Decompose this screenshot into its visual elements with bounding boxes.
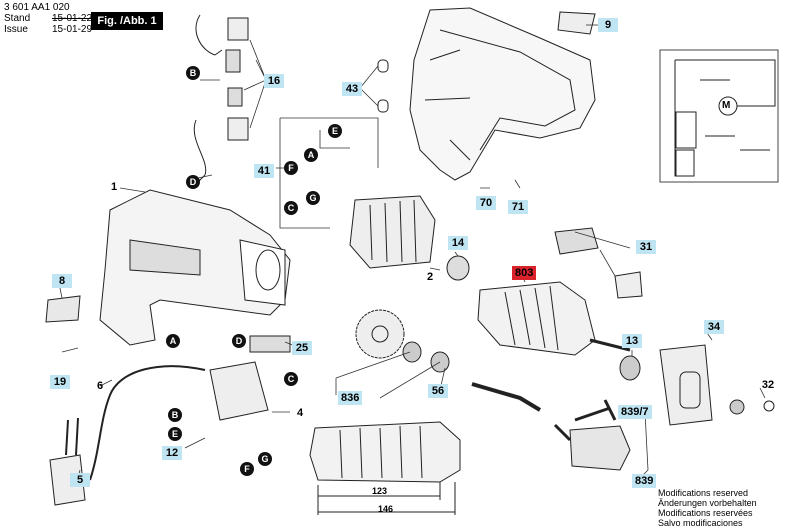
gear <box>355 309 405 359</box>
marker-b-bottom: B <box>168 408 182 422</box>
issue-date: 15-01-29 <box>52 24 93 35</box>
part-tag-41[interactable]: 41 <box>254 164 274 178</box>
bearing-part <box>402 341 422 363</box>
marker-d-top: D <box>186 175 200 189</box>
part-tag-9[interactable]: 9 <box>598 18 618 32</box>
marker-d-bottom: D <box>232 334 246 348</box>
chuck-key <box>574 399 617 422</box>
notice-line-fr: Modifications reservées <box>658 508 753 518</box>
part-tag-836[interactable]: 836 <box>338 391 363 405</box>
drill-chuck <box>569 425 631 471</box>
marker-f-bottom: F <box>240 462 254 476</box>
part-tag-16[interactable]: 16 <box>264 74 284 88</box>
part-tag-31[interactable]: 31 <box>636 240 656 254</box>
part-tag-56[interactable]: 56 <box>428 384 448 398</box>
stand-date: 15-01-22 <box>52 13 93 24</box>
side-cover <box>659 344 713 426</box>
marker-a-top: A <box>304 148 318 162</box>
spindle <box>471 382 542 412</box>
marker-f-top: F <box>284 161 298 175</box>
part-tag-839-7[interactable]: 839/7 <box>618 405 652 419</box>
figure-label: Fig. /Abb. 1 <box>91 12 163 30</box>
dimension-146: 146 <box>378 504 394 514</box>
power-plug <box>49 454 86 506</box>
part-tag-1[interactable]: 1 <box>110 181 118 193</box>
part-tag-32[interactable]: 32 <box>761 379 775 391</box>
part-tag-12[interactable]: 12 <box>162 446 182 460</box>
part-tag-13[interactable]: 13 <box>622 334 642 348</box>
pin-part <box>377 99 389 113</box>
part-tag-839[interactable]: 839 <box>632 474 657 488</box>
marker-e-bottom: E <box>168 427 182 441</box>
marker-c-bottom: C <box>284 372 298 386</box>
motor-symbol-letter: M <box>722 100 731 111</box>
part-tag-5[interactable]: 5 <box>70 473 90 487</box>
dimension-123: 123 <box>372 486 388 496</box>
power-cable <box>89 365 206 481</box>
brush-holder-cap <box>554 227 599 255</box>
part-tag-2[interactable]: 2 <box>426 271 434 283</box>
bearing-part <box>729 399 745 415</box>
rating-plate <box>557 11 596 35</box>
part-tag-4[interactable]: 4 <box>296 407 304 419</box>
marker-c-top: C <box>284 201 298 215</box>
marker-e-top: E <box>328 124 342 138</box>
part-tag-71[interactable]: 71 <box>508 200 528 214</box>
notice-line-en: Modifications reserved <box>658 488 749 498</box>
bearing-part <box>619 355 641 381</box>
part-tag-6[interactable]: 6 <box>96 380 104 392</box>
part-tag-34[interactable]: 34 <box>704 320 724 334</box>
modifications-notice: Modifications reserved Änderungen vorbeh… <box>658 488 757 528</box>
part-tag-19[interactable]: 19 <box>50 375 70 389</box>
ball-part <box>763 400 775 412</box>
part-tag-43[interactable]: 43 <box>342 82 362 96</box>
part-tag-803[interactable]: 803 <box>512 266 537 280</box>
marker-g-top: G <box>306 191 320 205</box>
housing-shell <box>409 7 596 181</box>
part-tag-70[interactable]: 70 <box>476 196 496 210</box>
part-tag-25[interactable]: 25 <box>292 341 312 355</box>
switch-part <box>249 335 291 353</box>
bearing-part <box>446 255 470 281</box>
part-tag-8[interactable]: 8 <box>52 274 72 288</box>
issue-label: Issue <box>4 24 28 35</box>
brush-holder <box>225 49 241 73</box>
cross-section <box>309 421 461 483</box>
brush-holder <box>227 87 243 107</box>
stand-label: Stand <box>4 13 31 24</box>
notice-line-es: Salvo modificaciones <box>658 518 743 528</box>
field-stator <box>349 195 436 269</box>
armature <box>477 281 596 356</box>
marker-a-bottom: A <box>166 334 180 348</box>
marker-g-bottom: G <box>258 452 272 466</box>
pin-part <box>377 59 389 73</box>
switch <box>209 361 269 421</box>
drawing-code: 3 601 AA1 020 <box>4 2 70 13</box>
part-tag-14[interactable]: 14 <box>448 236 468 250</box>
notice-line-de: Änderungen vorbehalten <box>658 498 757 508</box>
brush-holder <box>227 117 249 141</box>
label-plate <box>45 295 81 323</box>
marker-b-top: B <box>186 66 200 80</box>
spring-clip <box>614 271 643 299</box>
brush-holder <box>227 17 249 41</box>
